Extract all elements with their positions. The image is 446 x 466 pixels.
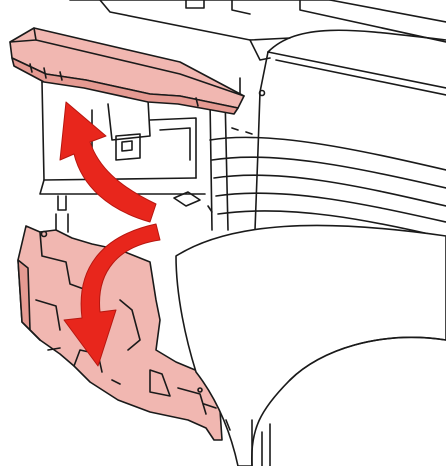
arrow-lower — [63, 223, 161, 367]
media-roll — [175, 224, 446, 466]
upper-cover — [9, 27, 245, 115]
arrow-upper — [59, 101, 157, 223]
printer-body — [69, 0, 446, 239]
lower-cover — [17, 225, 223, 441]
